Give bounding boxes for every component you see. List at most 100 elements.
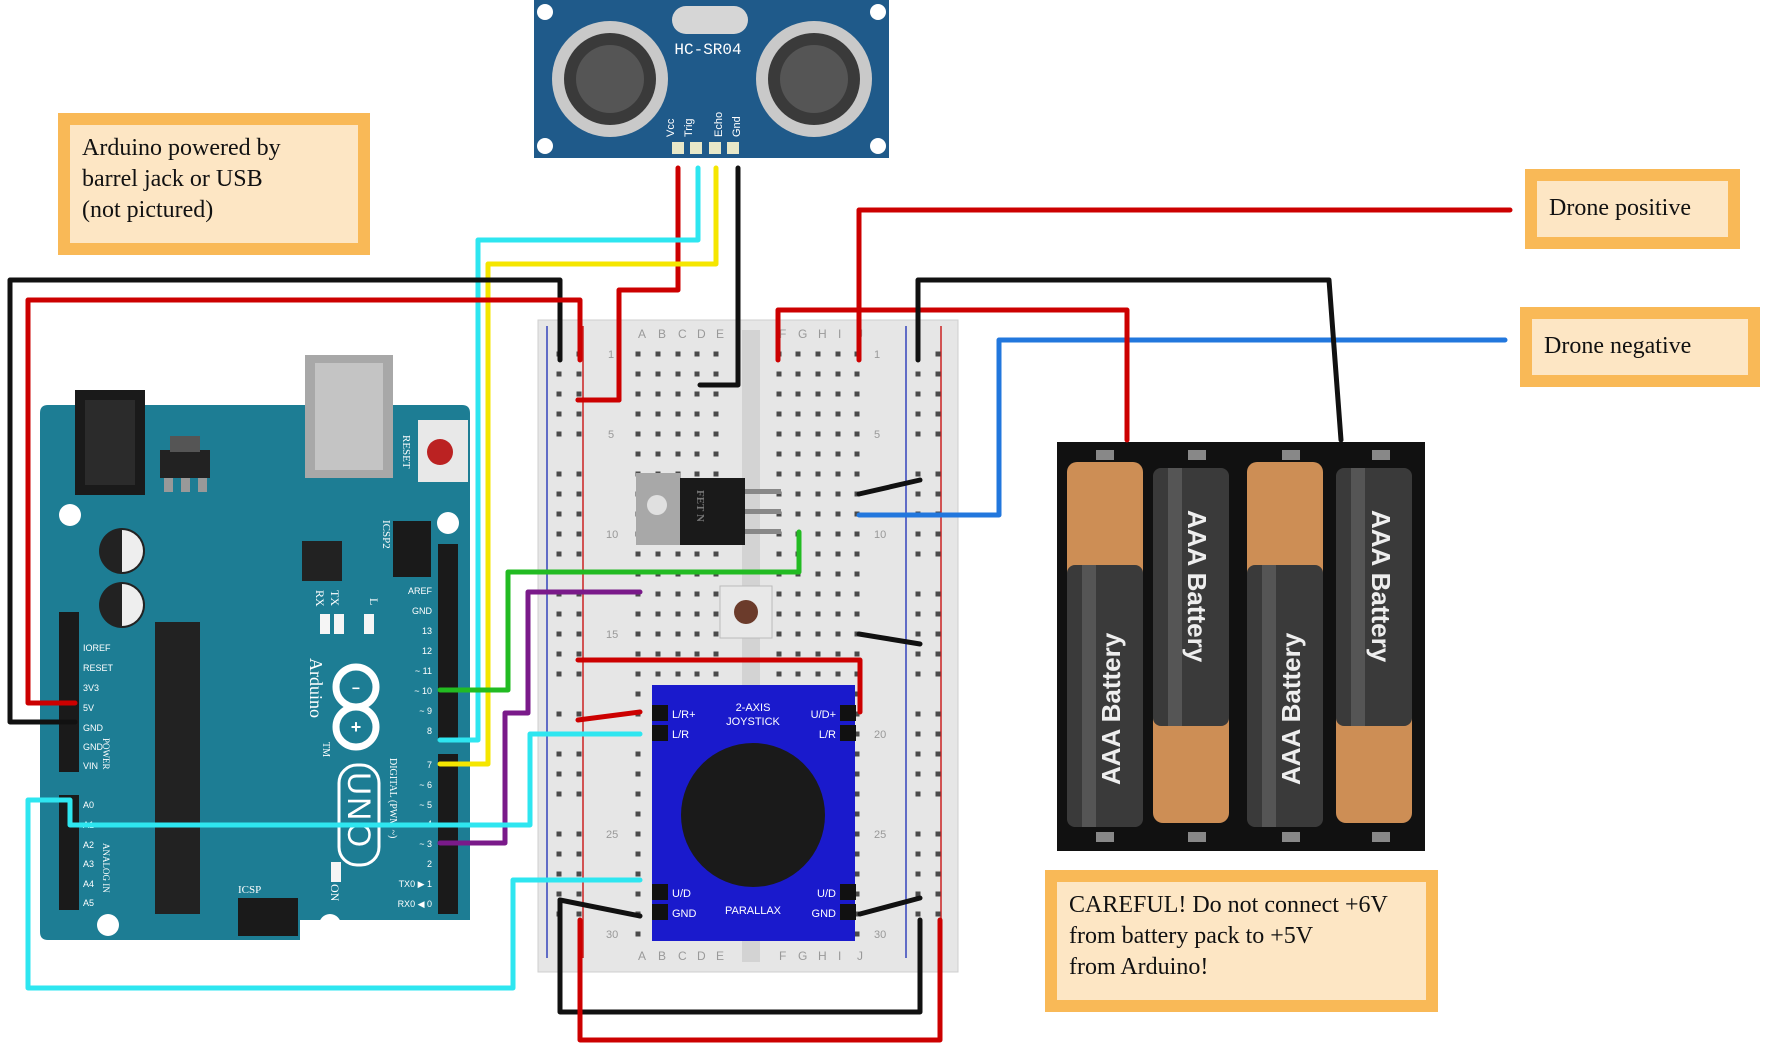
hc-sr04-sensor: HC-SR04 Vcc Trig Echo Gnd — [534, 0, 889, 158]
breadboard-column-labels: A B C D E F G H I J A B C D E F G H I J — [638, 327, 863, 963]
on-label: ON — [328, 884, 342, 902]
wire-arduino-gnd — [7, 277, 563, 725]
atmega-chip — [155, 622, 200, 914]
power-label: POWER — [101, 738, 111, 770]
icsp2-label: ICSP2 — [380, 520, 392, 549]
sensor-pin-label: Vcc — [665, 118, 677, 137]
note-drone-positive-text: Drone positive — [1537, 181, 1728, 237]
pin-label: VIN — [83, 761, 98, 771]
column-label: H — [818, 949, 827, 963]
wire-rail-bridge-red — [577, 917, 943, 1043]
svg-text:−: − — [352, 680, 360, 696]
wire-rail-jumper — [856, 631, 923, 647]
joystick-pin-label: GND — [812, 908, 837, 920]
breadboard-row-labels: 1 5 10 15 25 30 1 5 10 20 25 30 — [606, 349, 886, 941]
wire-sensor-echo — [437, 165, 719, 767]
wire-arduino-5v — [25, 297, 583, 706]
digital-label: DIGITAL (PWM ~) — [387, 758, 398, 838]
mosfet-label: FET N — [694, 490, 706, 522]
pin-label: ~ 10 — [414, 686, 432, 696]
sensor-pin-label: Gnd — [731, 116, 743, 137]
sensor-pin-label: Echo — [713, 112, 725, 137]
sensor-pin-label: Trig — [683, 118, 695, 137]
aaa-battery: AAA Battery — [1336, 468, 1412, 823]
note-power-text: Arduino powered by barrel jack or USB (n… — [70, 125, 358, 243]
note-line: barrel jack or USB — [82, 166, 263, 192]
on-led — [331, 862, 341, 882]
sensor-name: HC-SR04 — [674, 41, 741, 59]
aaa-battery: AAA Battery — [1247, 462, 1323, 827]
note-careful: CAREFUL! Do not connect +6V from battery… — [1045, 870, 1438, 1012]
column-label: B — [658, 949, 666, 963]
icsp-label: ICSP — [238, 884, 261, 896]
column-label: I — [838, 327, 841, 341]
note-line: from battery pack to +5V — [1069, 923, 1314, 949]
note-drone-positive: Drone positive — [1525, 169, 1740, 249]
wire-battery-negative — [915, 277, 1344, 443]
wire-joystick-lrplus — [575, 709, 643, 723]
row-label: 25 — [606, 829, 618, 841]
joystick-knob[interactable] — [681, 743, 825, 887]
column-label: I — [838, 949, 841, 963]
wire-battery-positive — [775, 307, 1130, 443]
l-label: L — [367, 598, 381, 605]
note-power: Arduino powered by barrel jack or USB (n… — [58, 113, 370, 255]
column-label: A — [638, 327, 646, 341]
row-label: 10 — [874, 529, 886, 541]
trademark-label: TM — [320, 742, 331, 757]
power-pin-labels: IOREF RESET 3V3 5V GND GND VIN — [83, 643, 114, 771]
power-header — [59, 612, 79, 772]
pin-label: A5 — [83, 898, 94, 908]
pin-label: A0 — [83, 800, 94, 810]
note-drone-negative: Drone negative — [1520, 307, 1760, 387]
push-button[interactable] — [719, 585, 773, 639]
column-label: D — [697, 949, 706, 963]
battery-pack: AAA Battery AAA Battery AAA Battery AAA … — [1057, 442, 1425, 851]
row-label: 5 — [874, 429, 880, 441]
wire-sensor-trig — [437, 165, 701, 743]
pin-label: TX0 ▶ 1 — [399, 879, 432, 889]
wire-joystick-udplus — [575, 657, 863, 715]
note-line: from Arduino! — [1069, 954, 1209, 980]
mosfet: FET N — [636, 473, 781, 545]
wire-sensor-gnd — [697, 165, 741, 388]
joystick-pin-label: U/D — [672, 888, 691, 900]
pin-label: RESET — [83, 663, 114, 673]
wire-joystick-gnd-right — [857, 895, 923, 917]
pin-label: RX0 ◀ 0 — [398, 899, 432, 909]
battery-label: AAA Battery — [1366, 510, 1396, 663]
note-careful-text: CAREFUL! Do not connect +6V from battery… — [1057, 882, 1426, 1000]
pin-label: GND — [83, 723, 104, 733]
row-label: 1 — [874, 349, 880, 361]
pin-label: 5V — [83, 703, 94, 713]
pin-label: A2 — [83, 840, 94, 850]
note-line: Drone positive — [1549, 195, 1691, 221]
digital-header-bottom — [438, 754, 458, 914]
joystick-pin-label: L/R — [819, 729, 836, 741]
joystick-module: L/R+ L/R U/D+ L/R U/D GND U/D GND 2-AXIS… — [652, 685, 856, 941]
aaa-battery: AAA Battery — [1153, 468, 1229, 823]
row-label: 15 — [606, 629, 618, 641]
uno-label: UNO — [341, 772, 377, 849]
row-label: 30 — [874, 929, 886, 941]
row-label: 25 — [874, 829, 886, 841]
pin-label: ~ 9 — [419, 706, 432, 716]
battery-label: AAA Battery — [1182, 510, 1212, 663]
column-label: E — [716, 949, 724, 963]
tx-led — [334, 614, 344, 634]
wire-joystick-gnd-left — [557, 897, 643, 919]
column-label: B — [658, 327, 666, 341]
pin-label: GND — [412, 606, 433, 616]
pin-label: 7 — [427, 760, 432, 770]
wire-button-pin3 — [437, 589, 643, 846]
pin-label: 13 — [422, 626, 432, 636]
column-label: G — [798, 949, 807, 963]
pin-label: IOREF — [83, 643, 111, 653]
wires — [7, 165, 1513, 1043]
wire-gate-pin10 — [437, 529, 802, 693]
joystick-pin-label: GND — [672, 908, 697, 920]
pin-label: 2 — [427, 859, 432, 869]
note-line: (not pictured) — [82, 197, 214, 223]
column-label: C — [678, 949, 687, 963]
